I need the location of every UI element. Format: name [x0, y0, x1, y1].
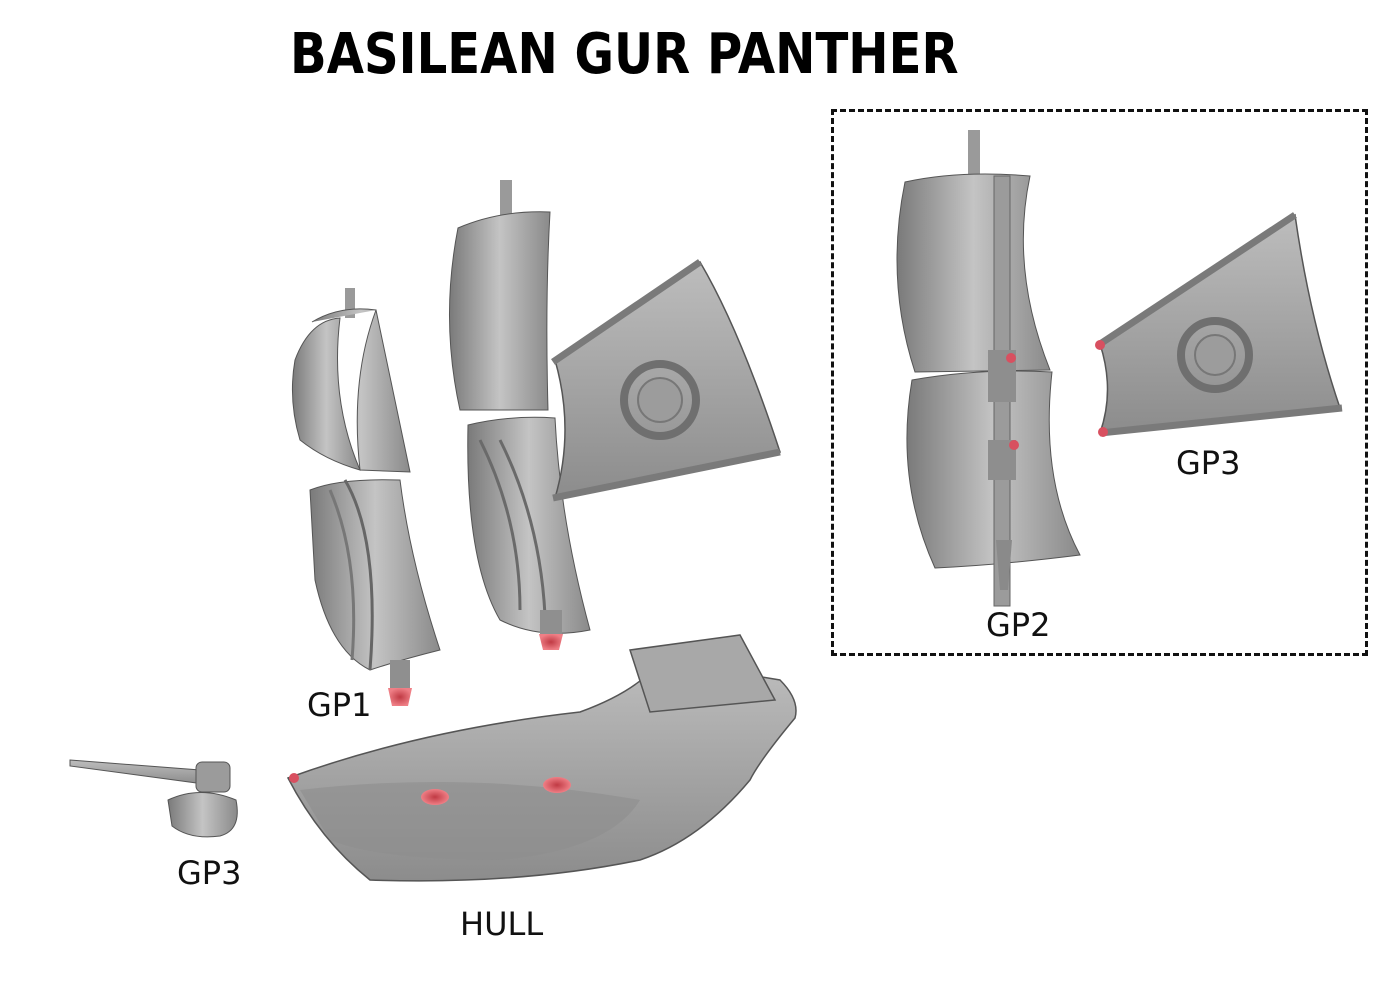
- gp1-mast-part: [291, 288, 441, 706]
- gp1-label: GP1: [307, 686, 372, 724]
- page-title: BASILEAN GUR PANTHER: [290, 22, 959, 87]
- hull-part: [286, 634, 797, 882]
- gp3-sail-label: GP3: [1176, 444, 1241, 482]
- gp2-mast-part: [896, 130, 1081, 607]
- gp3-cannon-label: GP3: [177, 854, 242, 892]
- gp2-label: GP2: [986, 606, 1051, 644]
- gp1-main-mast-part: [449, 180, 781, 650]
- gp3-sail-part: [1095, 212, 1343, 437]
- optional-parts-frame: [831, 109, 1368, 656]
- gp3-cannon-part: [69, 759, 238, 838]
- hull-label: HULL: [460, 905, 544, 943]
